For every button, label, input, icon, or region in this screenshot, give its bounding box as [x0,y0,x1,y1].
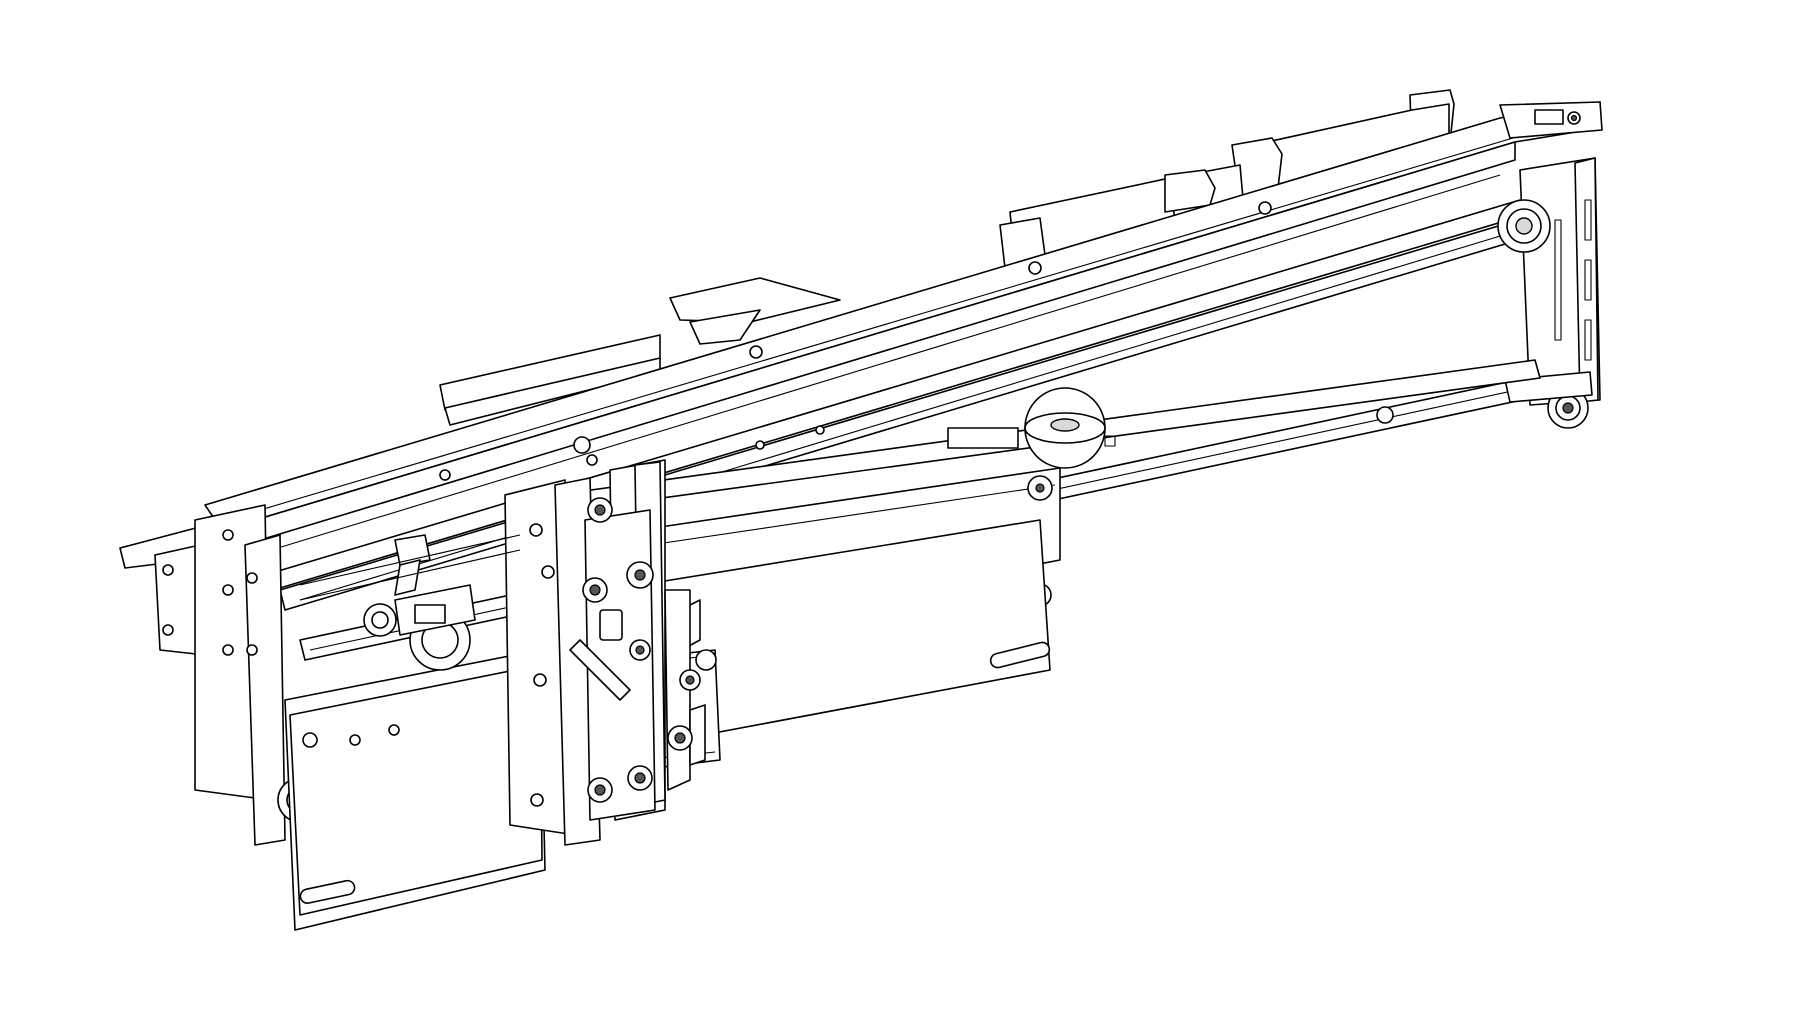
lower-left-door-plate [284,649,721,931]
top-housing [439,89,1455,426]
fasteners [439,201,1394,481]
right-end-frame [1497,157,1601,429]
belt-linkage [299,534,521,601]
clutch-mechanism [363,459,717,846]
